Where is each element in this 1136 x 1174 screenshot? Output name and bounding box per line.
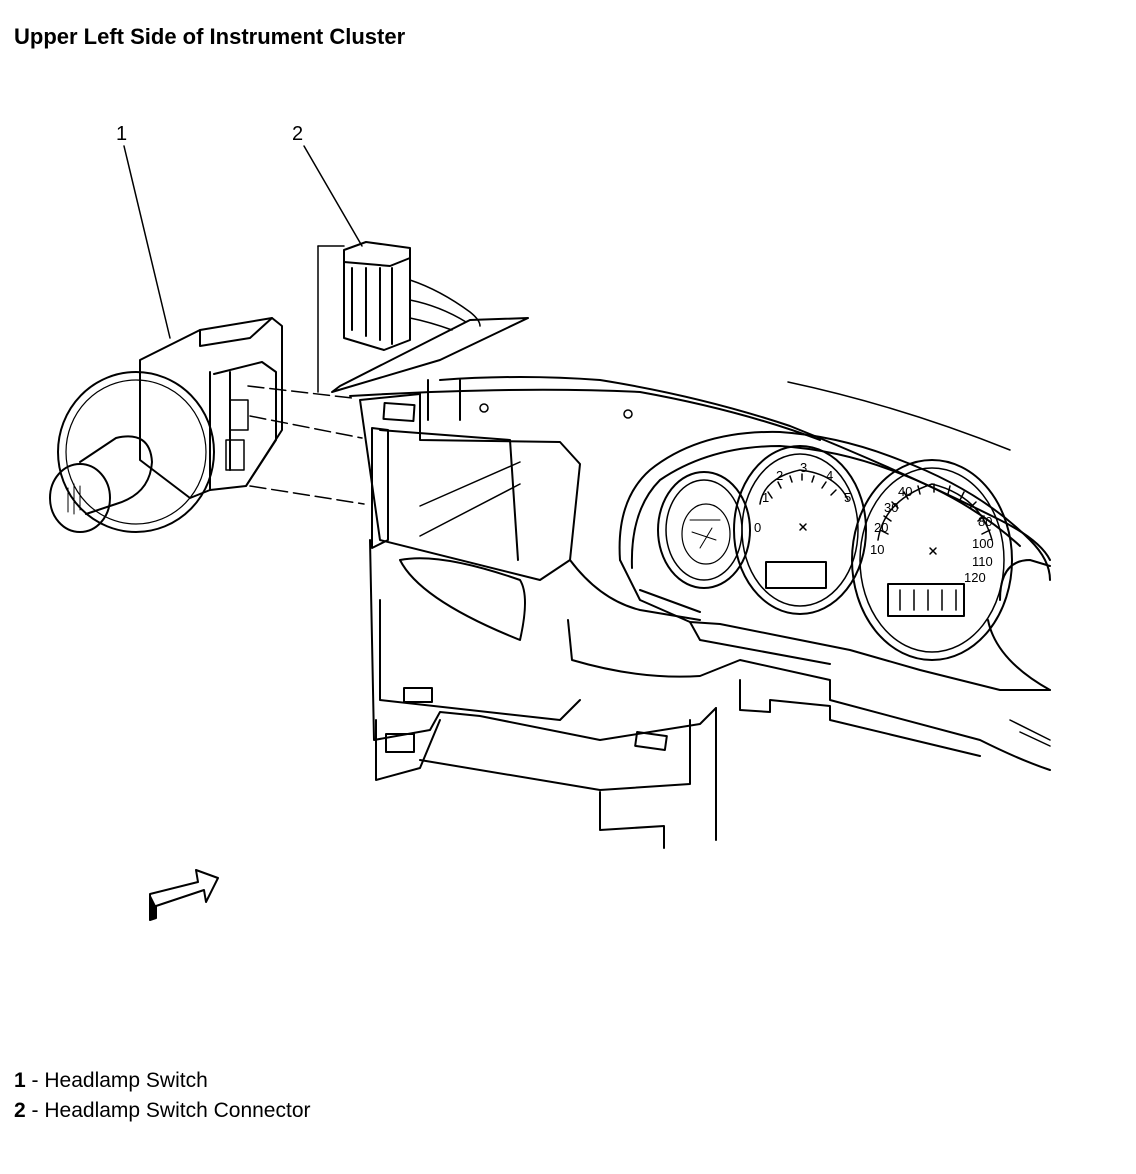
legend-separator: - [25, 1069, 45, 1092]
view-arrow-icon [149, 869, 219, 921]
tach-number: 4 [826, 468, 833, 483]
tachometer: 0 1 2 3 4 5 [733, 445, 867, 615]
dash-panel-top [331, 317, 1051, 561]
speedo-number: 20 [874, 520, 888, 535]
speedo-number: 100 [972, 536, 994, 551]
speedo-number: 110 [972, 554, 993, 569]
tach-number: 3 [800, 460, 807, 475]
callout-number-2: 2 [292, 123, 303, 145]
tach-number: 1 [762, 490, 769, 505]
speedo-number: 120 [964, 570, 986, 585]
legend-number: 2 [14, 1099, 26, 1122]
tach-number: 2 [776, 468, 783, 483]
diagram-title: Upper Left Side of Instrument Cluster [14, 24, 406, 49]
speedometer: 10 20 30 40 80 100 110 120 [851, 459, 1013, 661]
tach-number: 0 [754, 520, 761, 535]
cluster-bezel [618, 430, 1051, 691]
alignment-lines [247, 385, 365, 505]
legend: 1 - Headlamp Switch 2 - Headlamp Switch … [14, 1066, 311, 1126]
speedo-number: 10 [870, 542, 884, 557]
legend-number: 1 [14, 1069, 26, 1092]
callout-leader-1 [123, 145, 171, 339]
headlamp-switch [49, 317, 283, 533]
speedo-number: 40 [898, 484, 912, 499]
tach-number: 5 [844, 490, 851, 505]
legend-label: Headlamp Switch [44, 1069, 208, 1092]
legend-label: Headlamp Switch Connector [44, 1099, 311, 1122]
legend-item-2: 2 - Headlamp Switch Connector [14, 1096, 311, 1126]
legend-separator: - [25, 1099, 45, 1122]
headlamp-switch-connector [343, 241, 481, 351]
legend-item-1: 1 - Headlamp Switch [14, 1066, 311, 1096]
cluster-right-edge [987, 559, 1051, 747]
callout-leader-2 [303, 145, 363, 247]
speedo-number: 30 [884, 500, 898, 515]
instrument-panel-carrier [359, 379, 1051, 849]
speedo-number: 80 [978, 514, 992, 529]
small-gauge [657, 471, 751, 589]
callout-number-1: 1 [116, 123, 127, 145]
